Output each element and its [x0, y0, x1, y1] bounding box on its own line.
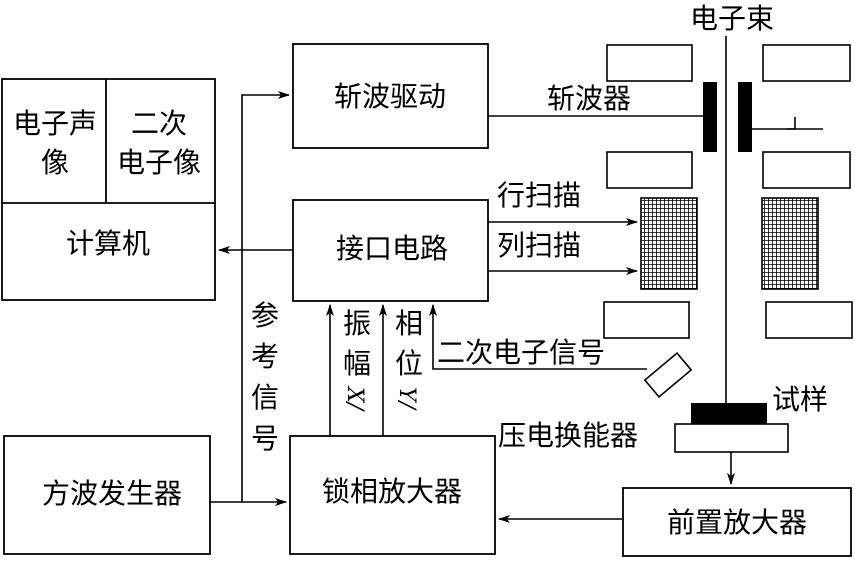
- chopper-label: 斩波器: [547, 82, 631, 115]
- electron-beam-label: 电子束: [690, 2, 774, 35]
- reference-signal-to-chopper-arrow: [210, 91, 290, 503]
- specimen-label: 试样: [772, 383, 828, 416]
- chopper-plates: [703, 82, 823, 152]
- acoustic-image-label-2: 像: [41, 146, 69, 179]
- secondary-electron-detector: [643, 351, 693, 399]
- square-wave-generator-label: 方波发生器: [42, 477, 182, 510]
- lockin-amplifier-box: [289, 435, 496, 555]
- svg-text:参: 参: [251, 299, 279, 332]
- svg-text:位: 位: [395, 347, 423, 380]
- chopper-drive-box: [292, 43, 489, 149]
- secondary-electron-signal-label: 二次电子信号: [437, 336, 605, 369]
- svg-text:X/: X/: [342, 385, 367, 413]
- svg-text:号: 号: [251, 422, 279, 455]
- secondary-image-label-1: 二次: [131, 107, 187, 140]
- square-wave-generator-box: [3, 435, 211, 555]
- computer-label: 计算机: [66, 227, 150, 260]
- amplitude-label: 振 幅 X/: [342, 307, 371, 413]
- chopper-drive-label: 斩波驱动: [334, 80, 446, 113]
- specimen: [691, 403, 767, 424]
- acoustic-image-label-1: 电子声: [13, 107, 97, 140]
- reference-signal-label: 参 考 信 号: [251, 299, 279, 455]
- preamplifier-box: [622, 487, 852, 557]
- lens-plates: [603, 44, 853, 339]
- svg-text:Y/: Y/: [394, 387, 419, 412]
- preamplifier-label: 前置放大器: [667, 506, 807, 539]
- svg-text:考: 考: [251, 340, 279, 373]
- lockin-amplifier-label: 锁相放大器: [322, 475, 462, 508]
- phase-label: 相 位 Y/: [394, 307, 423, 412]
- interface-circuit-label: 接口电路: [336, 232, 448, 265]
- svg-text:幅: 幅: [343, 347, 371, 380]
- svg-text:相: 相: [395, 307, 423, 340]
- column-scan-label: 列扫描: [497, 229, 581, 262]
- scan-coils: [640, 197, 819, 290]
- secondary-image-label-2: 电子像: [117, 146, 201, 179]
- piezo-transducer: [674, 423, 789, 453]
- svg-text:信: 信: [251, 381, 279, 414]
- piezo-transducer-label: 压电换能器: [498, 419, 638, 452]
- display-block: [1, 78, 216, 301]
- svg-text:振: 振: [343, 307, 371, 340]
- line-scan-label: 行扫描: [497, 179, 581, 212]
- secondary-electron-signal-arrow: [429, 304, 647, 370]
